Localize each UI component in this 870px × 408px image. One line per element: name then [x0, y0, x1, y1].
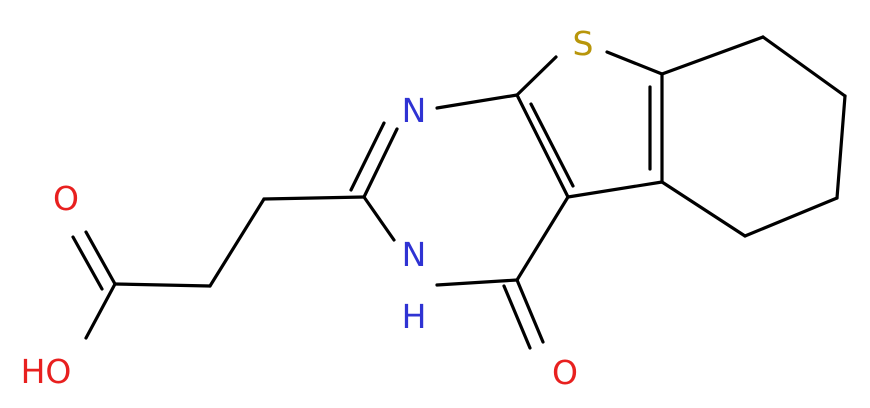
bond [208, 197, 266, 288]
hydrogen-atom-label: H [402, 297, 427, 336]
bond [515, 55, 558, 97]
bond [71, 235, 104, 291]
bond [660, 180, 747, 238]
bond [761, 35, 847, 98]
bond [262, 195, 366, 201]
bond [835, 94, 847, 200]
bond [566, 180, 664, 199]
bond [743, 196, 839, 238]
nitrogen-atom-label: N [402, 91, 427, 130]
bond [515, 195, 570, 282]
bonds [71, 35, 847, 350]
oxygen-atom-label: O [552, 353, 578, 392]
bond [84, 282, 117, 340]
hydroxyl-group-label: HO [21, 352, 72, 391]
sulfur-atom-label: S [573, 24, 594, 63]
bond [660, 35, 765, 76]
bond [529, 102, 575, 188]
bond [435, 278, 519, 287]
oxygen-atom-label: O [53, 179, 79, 218]
bond [362, 127, 399, 199]
bond [349, 121, 386, 192]
bond [362, 195, 396, 242]
bond [84, 230, 117, 286]
bond [515, 278, 545, 344]
bond [435, 93, 519, 110]
atom-labels: S N N H O O HO [21, 24, 594, 392]
nitrogen-atom-label: N [402, 235, 427, 274]
bond [502, 284, 532, 350]
bond [605, 50, 664, 76]
bond [113, 282, 212, 288]
bond [515, 93, 570, 199]
